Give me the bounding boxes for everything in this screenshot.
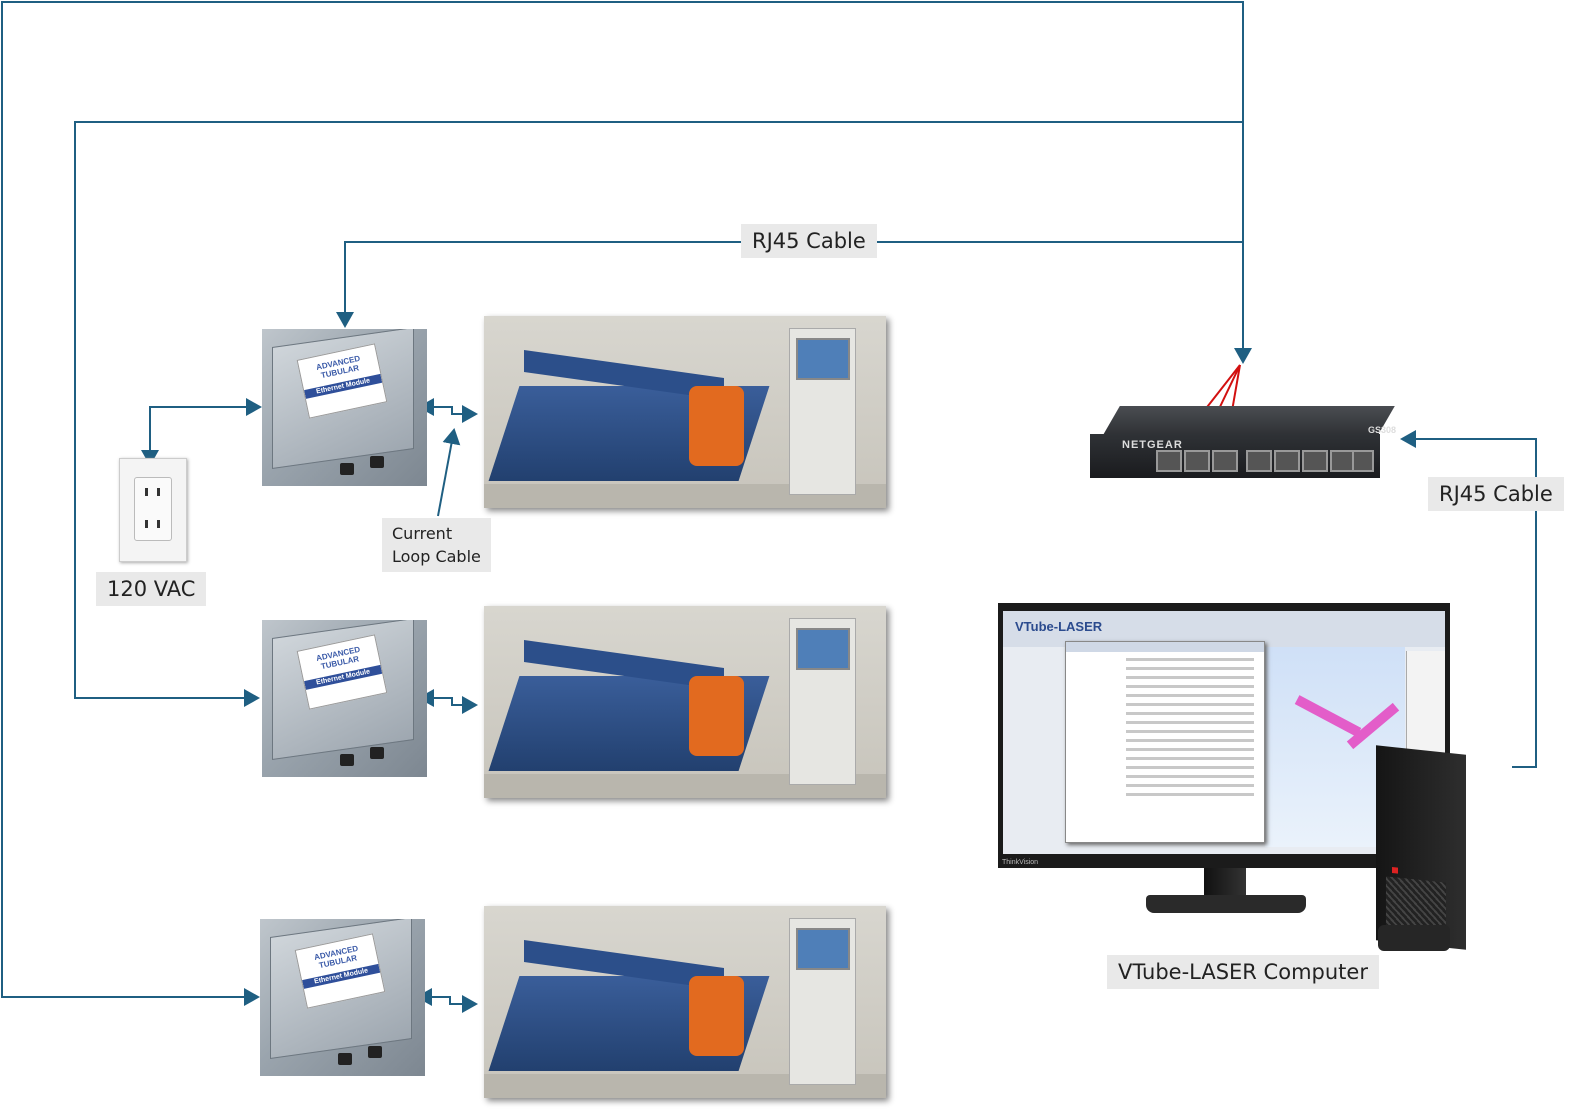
module-port (370, 747, 384, 759)
monitor-stand-foot (1146, 895, 1306, 913)
current-loop-cable-1 (418, 398, 478, 423)
spec-window (1065, 641, 1265, 843)
wire-switch-to-module-1 (336, 241, 1243, 328)
switch-model: GS308 (1368, 425, 1397, 435)
tube-bender-2 (484, 606, 886, 798)
ethernet-module-3: ADVANCED TUBULAR Ethernet Module (260, 919, 425, 1076)
current-loop-pointer (437, 428, 461, 517)
switch-port (1274, 450, 1300, 472)
switch-port (1352, 450, 1374, 472)
switch-brand: NETGEAR (1122, 439, 1183, 451)
vtube-logo: VTube-LASER (1015, 619, 1103, 634)
wire-switch-to-module-2 (74, 121, 1243, 707)
switch-port (1302, 450, 1328, 472)
current-loop-line2: Loop Cable (392, 547, 481, 566)
ethernet-module-1: ADVANCED TUBULAR Ethernet Module (262, 329, 427, 486)
switch-port (1156, 450, 1182, 472)
module-port (338, 1053, 352, 1065)
computer-label: VTube-LASER Computer (1107, 955, 1379, 989)
tube-bender-1 (484, 316, 886, 508)
current-loop-line1: Current (392, 524, 453, 543)
ethernet-module-2: ADVANCED TUBULAR Ethernet Module (262, 620, 427, 777)
pc-tower-stand (1378, 925, 1450, 951)
pc-tower (1376, 745, 1466, 950)
rj45-cable-label-top: RJ45 Cable (741, 224, 877, 258)
monitor-brand: ThinkVision (1002, 859, 1039, 866)
network-switch: NETGEAR GS308 (1090, 406, 1397, 484)
rj45-cable-label-right: RJ45 Cable (1428, 477, 1564, 511)
module-port (370, 456, 384, 468)
module-port (368, 1046, 382, 1058)
wire-computer-to-switch (1400, 430, 1537, 768)
wire-power-to-module-1 (141, 398, 262, 466)
power-label: 120 VAC (96, 572, 207, 606)
switch-port (1246, 450, 1272, 472)
computer-monitor: VTube-LASER ThinkVision (998, 603, 1450, 868)
module-port (340, 463, 354, 475)
current-loop-cable-label: Current Loop Cable (382, 518, 491, 572)
module-port (340, 754, 354, 766)
switch-port (1212, 450, 1238, 472)
current-loop-cable-2 (418, 689, 478, 714)
wall-outlet (119, 458, 187, 562)
monitor-screen: VTube-LASER (1003, 611, 1445, 854)
monitor-stand-neck (1204, 868, 1246, 896)
current-loop-cable-3 (416, 988, 478, 1013)
switch-port (1184, 450, 1210, 472)
tube-bender-3 (484, 906, 886, 1098)
